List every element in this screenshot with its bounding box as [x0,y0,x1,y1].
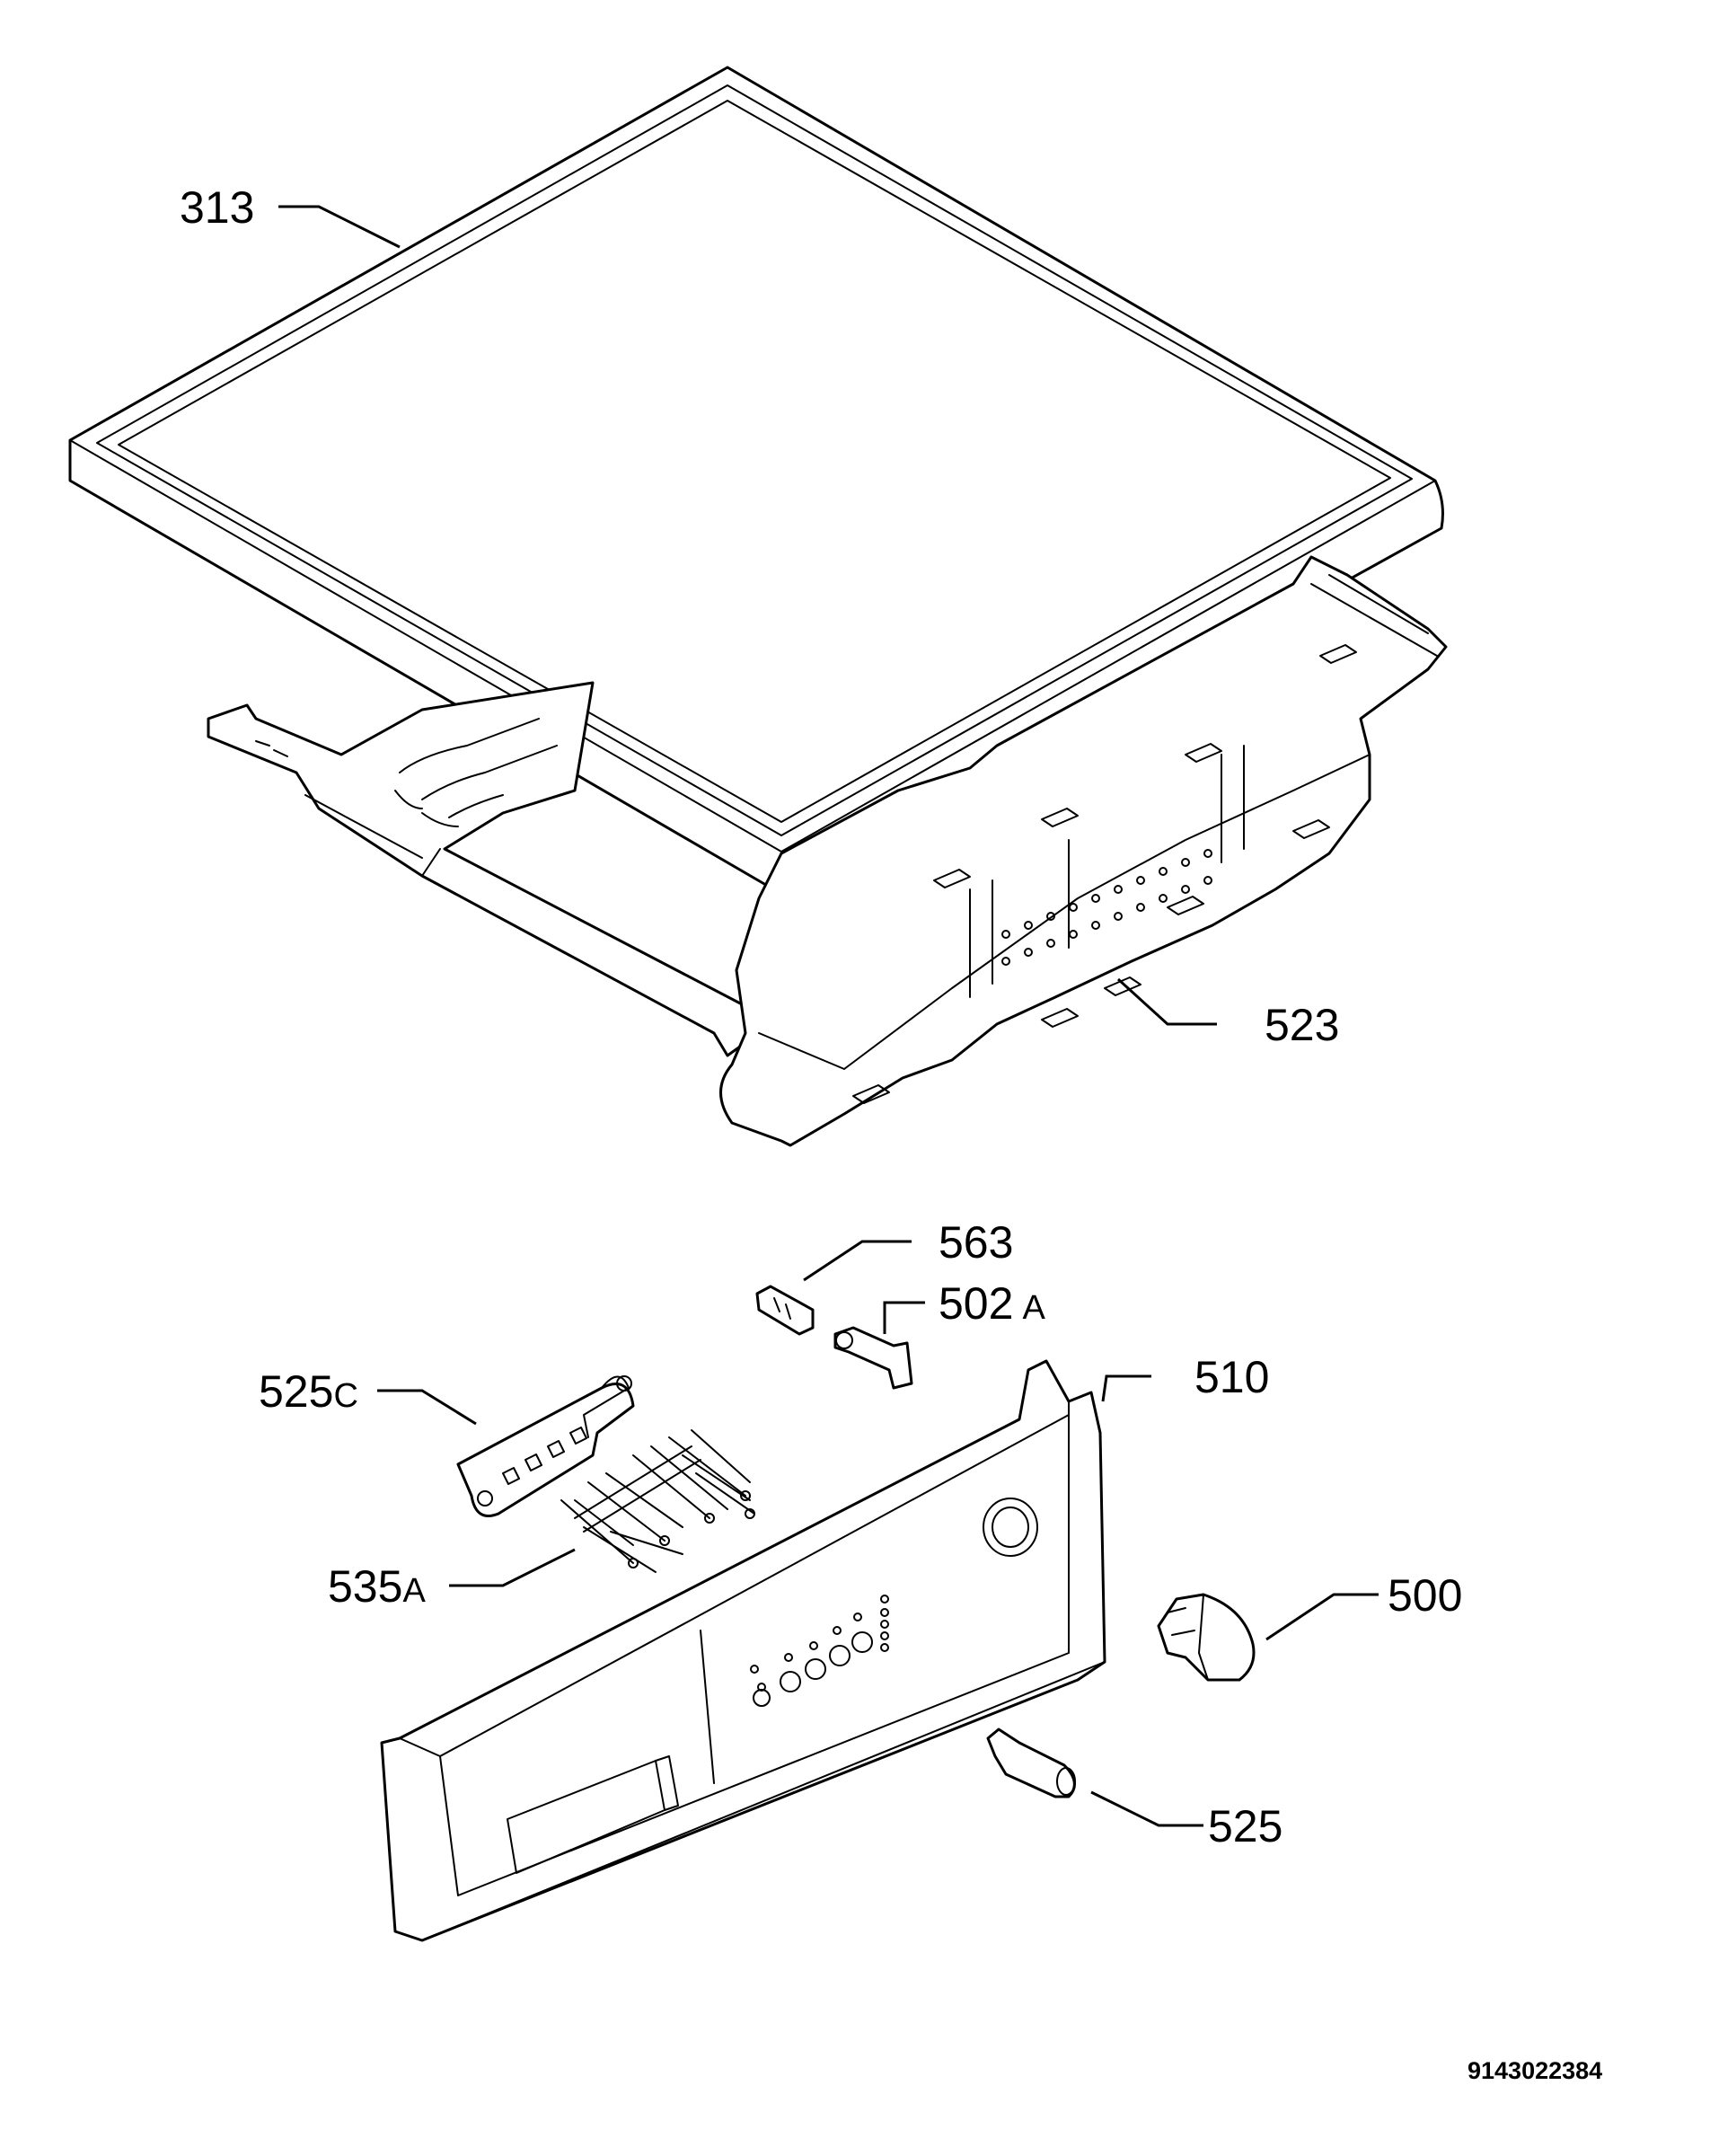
leader-lines [278,205,1379,1827]
part-523-frame[interactable] [207,555,1448,1147]
label-535a-number: 535 [328,1561,402,1612]
leader-510 [1101,1374,1151,1402]
panel-buttons [750,1595,889,1707]
label-313: 313 [180,182,254,233]
part-535a-light-pipes[interactable] [560,1429,755,1573]
part-525-push-rod[interactable] [986,1727,1076,1798]
label-525: 525 [1208,1801,1282,1851]
part-500-knob[interactable] [1157,1593,1256,1682]
label-502a-number: 502 [939,1278,1013,1329]
leader-535a [449,1548,576,1587]
drawing-code: 9143022384 [1468,2057,1602,2084]
label-523: 523 [1265,1000,1339,1050]
leader-523 [1116,977,1217,1026]
label-535a-suffix: A [402,1572,426,1610]
label-563: 563 [939,1217,1013,1268]
leader-313 [278,205,401,249]
leader-563 [803,1240,912,1282]
label-535a: 535A [328,1561,426,1612]
label-525c-suffix: C [333,1377,357,1415]
label-500: 500 [1388,1570,1462,1621]
label-510: 510 [1194,1352,1269,1402]
label-502a-suffix: A [1022,1289,1045,1327]
leader-525 [1090,1790,1203,1827]
part-563-pin[interactable] [755,1285,815,1336]
leader-500 [1265,1593,1379,1641]
frame-perforations [1001,849,1212,966]
label-525c-number: 525 [259,1366,333,1417]
leader-502a [883,1301,925,1334]
leader-525c [377,1389,477,1426]
part-525c-light-holder[interactable] [456,1375,635,1517]
label-525c: 525C [259,1366,358,1417]
part-510-control-panel[interactable] [380,1359,1106,1942]
part-502a-actuator[interactable] [833,1326,913,1390]
